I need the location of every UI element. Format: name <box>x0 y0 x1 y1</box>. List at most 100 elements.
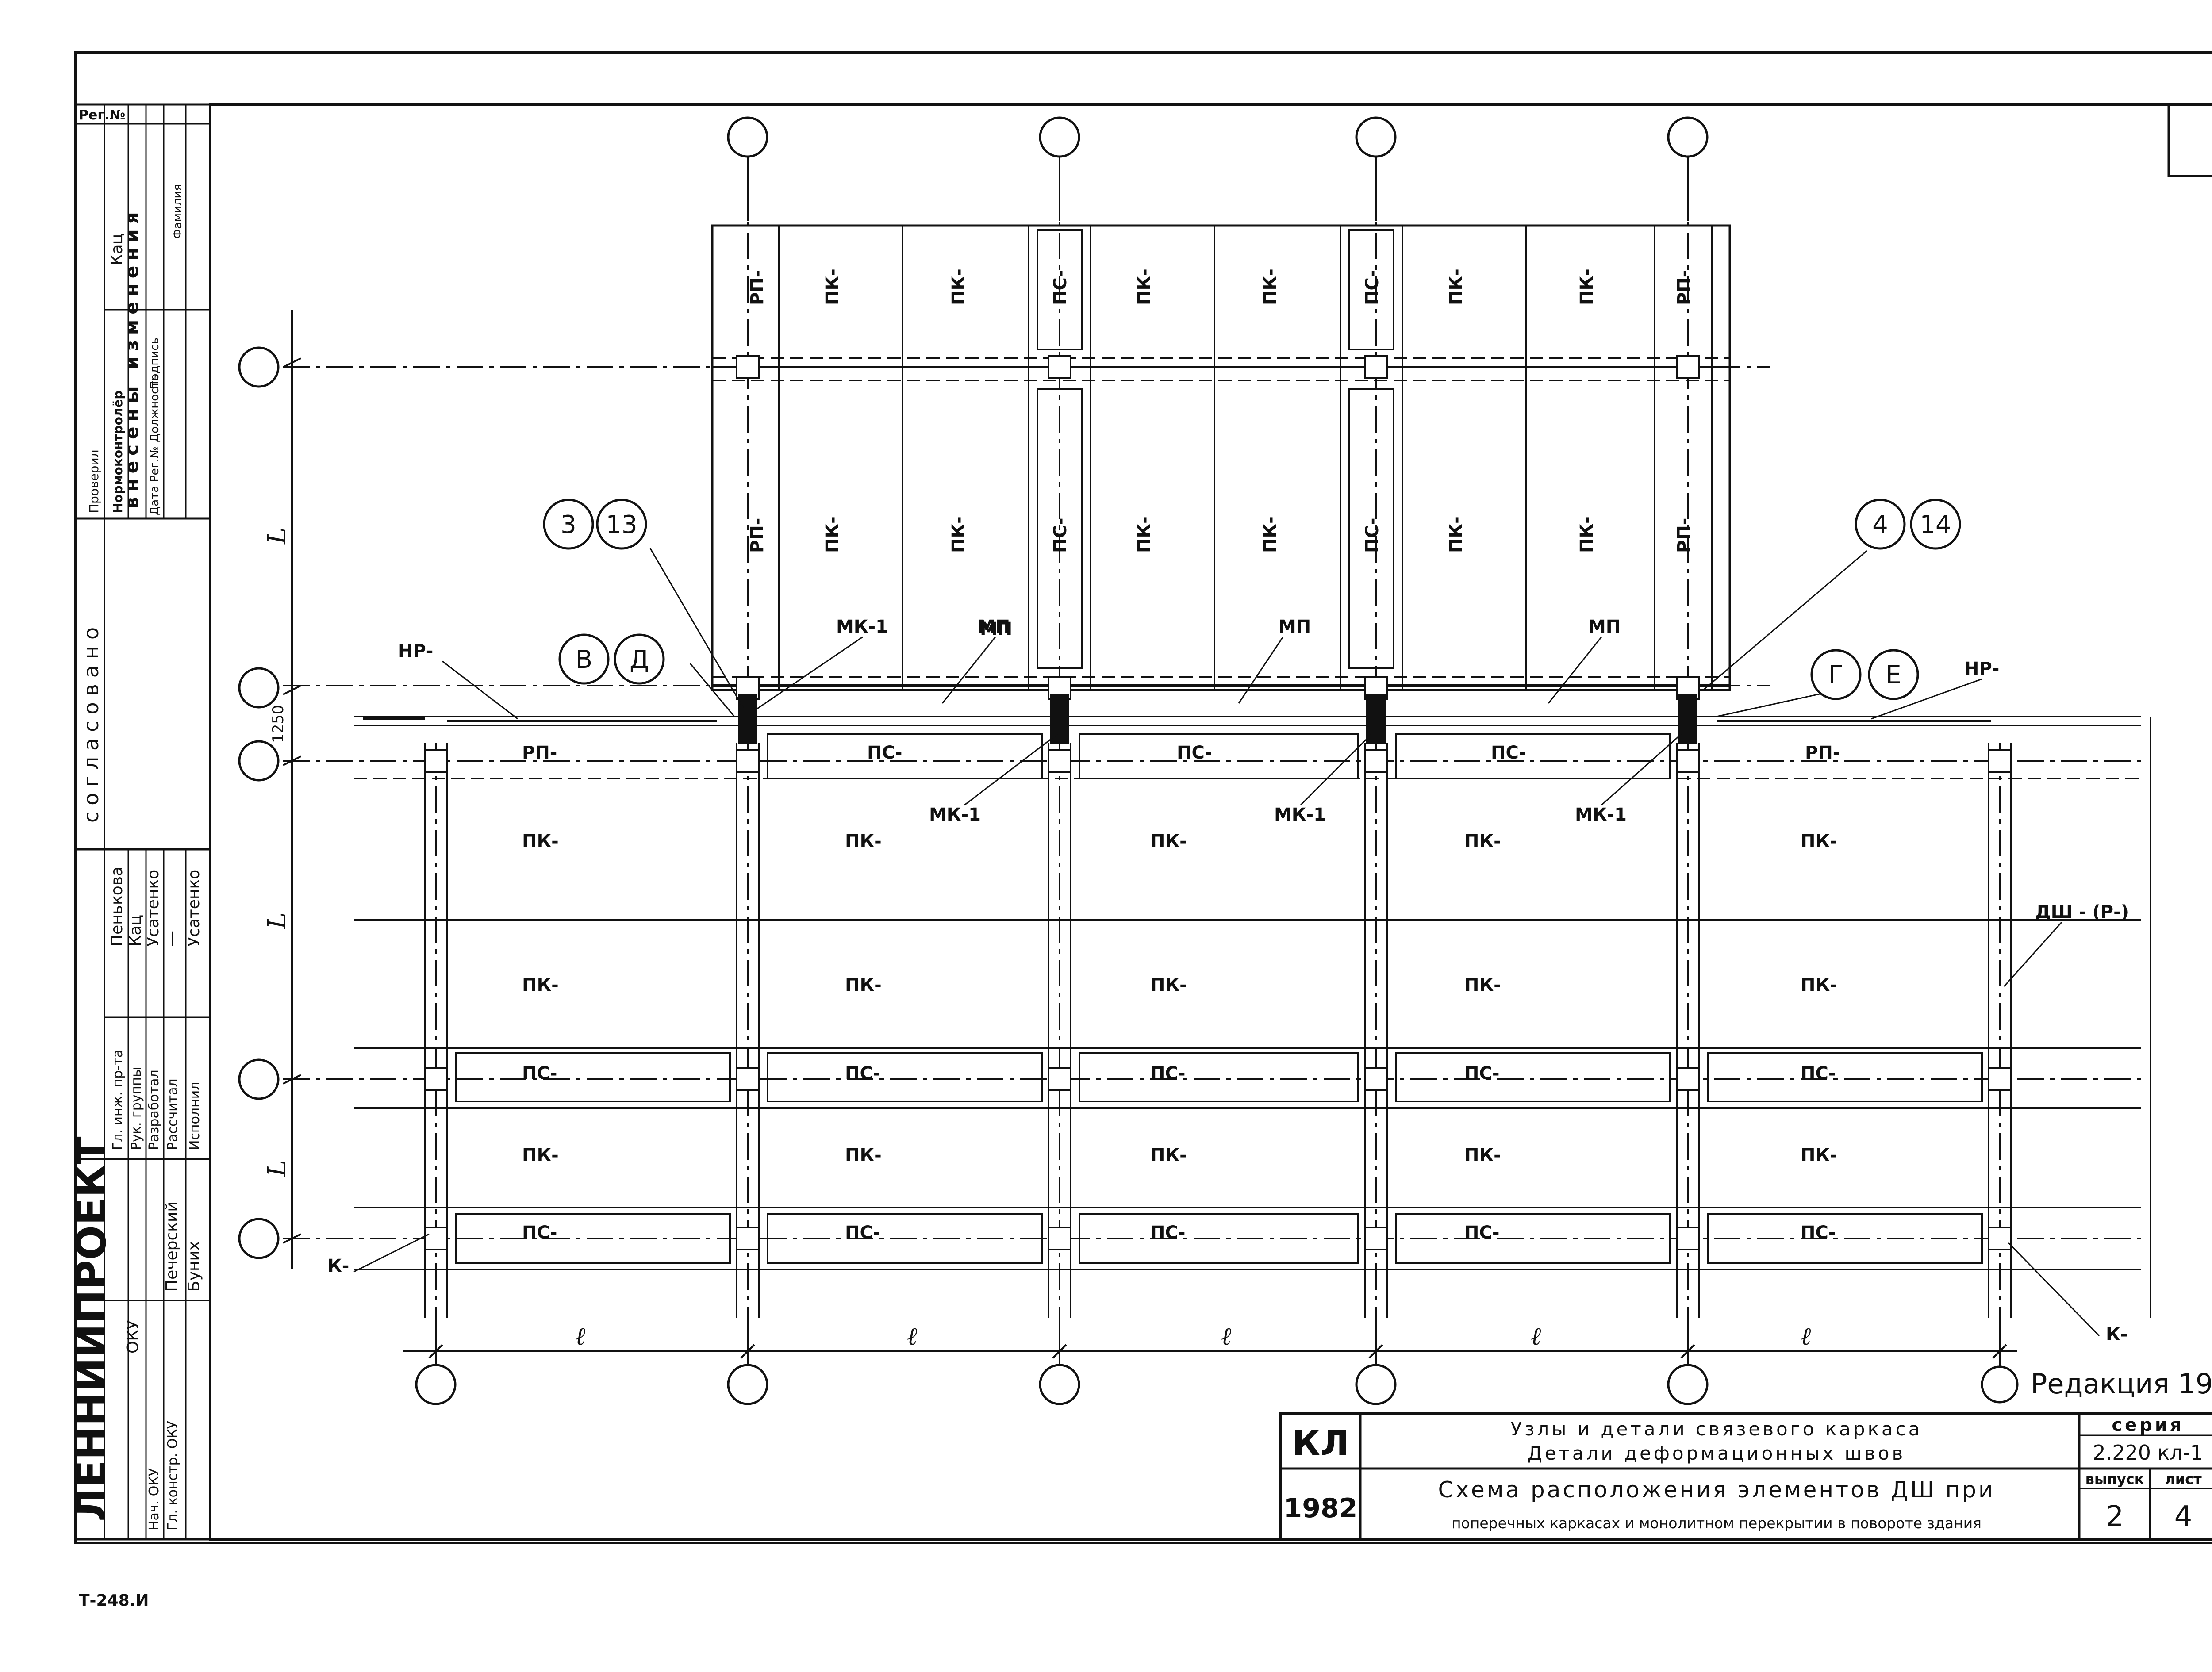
label-pk: ПК- <box>1464 831 1501 851</box>
sheet-label: лист <box>2165 1471 2202 1488</box>
label-ps: ПС- <box>845 1223 880 1243</box>
callout-d: Д <box>630 645 649 674</box>
label-k: К- <box>2106 1324 2128 1345</box>
issue-value: 2 <box>2106 1500 2124 1533</box>
role-5: Нач. ОКУ <box>146 1468 162 1530</box>
label-ps: ПС- <box>1801 1223 1836 1243</box>
norm-control-name: Кац <box>108 234 126 265</box>
role-3-name: — <box>163 931 181 947</box>
reg-no-label: Рег.№ <box>79 107 126 123</box>
label-ps: ПС- <box>1491 743 1526 763</box>
label-pk: ПК- <box>822 268 843 305</box>
changes-col-signature: Подпись <box>148 337 161 389</box>
dim-L: L <box>263 528 292 545</box>
dim-l: ℓ <box>1531 1322 1541 1351</box>
callout-3: 3 <box>561 510 576 539</box>
label-pk: ПК- <box>845 831 882 851</box>
label-pk: ПК- <box>1150 1145 1187 1166</box>
changes-col-date: Дата <box>148 486 161 515</box>
label-mk: МК-1 <box>1575 805 1627 825</box>
role-6-name: Буних <box>185 1241 203 1292</box>
label-pk: ПК- <box>1464 975 1501 995</box>
title-subtitle-1: Узлы и детали связевого каркаса <box>1510 1418 1922 1440</box>
role-6: Гл. констр. ОКУ <box>165 1421 180 1530</box>
label-mp: МП <box>1279 617 1311 637</box>
dimension-lines <box>283 310 2017 1359</box>
label-ps: ПС- <box>1177 743 1212 763</box>
label-ps: ПС- <box>845 1063 880 1084</box>
label-rp: РП- <box>747 518 768 553</box>
callout-4: 4 <box>1872 510 1888 539</box>
label-pk: ПК- <box>1260 268 1281 305</box>
label-dsh: ДШ - (Р-) <box>2035 902 2129 922</box>
label-pk: ПК- <box>1801 831 1837 851</box>
label-pk: ПК- <box>1801 1145 1837 1166</box>
role-3: Рассчитал <box>165 1078 180 1150</box>
label-nr: НР- <box>1964 659 1999 679</box>
dept-name: ОКУ <box>124 1320 142 1354</box>
title-block: КЛ 1982 Узлы и детали связевого каркаса … <box>1279 1412 2212 1541</box>
corner-box <box>2167 103 2212 177</box>
role-1: Рук. группы <box>129 1066 144 1150</box>
dim-l: ℓ <box>575 1322 586 1351</box>
label-pk: ПК- <box>1260 516 1281 553</box>
label-mk: МК-1 <box>929 805 981 825</box>
title-year: 1982 <box>1284 1493 1358 1524</box>
dim-1250: 1250 <box>269 705 287 743</box>
footer-code: Т-248.И <box>79 1591 149 1610</box>
callout-14: 14 <box>1920 510 1951 539</box>
label-ps: ПС- <box>1150 1223 1185 1243</box>
dimension-texts: L L L 1250 ℓ ℓ ℓ ℓ ℓ <box>263 528 1811 1351</box>
label-pk: ПК- <box>1150 831 1187 851</box>
callout-g: Г <box>1828 661 1843 690</box>
norm-control-label: Нормоконтролёр <box>111 391 125 513</box>
role-4-name: Усатенко <box>185 870 203 947</box>
role-0: Гл. инж. пр-та <box>110 1050 126 1150</box>
label-pk: ПК- <box>1577 268 1597 305</box>
callout-13: 13 <box>606 510 637 539</box>
label-mp: МП <box>978 617 1010 637</box>
title-subtitle-2: Детали деформационных швов <box>1528 1442 1905 1464</box>
label-ps: ПС- <box>1464 1223 1499 1243</box>
label-pk: ПК- <box>1150 975 1187 995</box>
dim-l: ℓ <box>1221 1322 1232 1351</box>
label-pk: ПК- <box>1134 268 1155 305</box>
callout-v: В <box>576 645 592 674</box>
label-pk: ПК- <box>822 516 843 553</box>
edition-note: Редакция 1982г. <box>2031 1368 2212 1400</box>
label-ps: ПС- <box>1464 1063 1499 1084</box>
callout-e: Е <box>1886 661 1901 690</box>
label-rp: РП- <box>1805 743 1840 763</box>
callouts: 3 13 В Д 4 14 Г Е <box>543 499 1961 700</box>
label-pk: ПК- <box>949 268 969 305</box>
dim-l: ℓ <box>907 1322 918 1351</box>
label-rp: РП- <box>1674 270 1694 305</box>
lower-block <box>354 694 2151 1318</box>
series-value: 2.220 кл-1 <box>2093 1441 2203 1465</box>
sheet-value: 4 <box>2174 1500 2193 1533</box>
axis-bubbles <box>238 116 2019 1405</box>
title-line-2: поперечных каркасах и монолитном перекры… <box>1452 1515 1982 1532</box>
lower-labels: НР- НР- РП- ПС- ПС- ПС- РП- ПК- ПК- ПК- … <box>327 619 2129 1345</box>
changes-col-position: Должность <box>148 374 161 442</box>
label-ps: ПС- <box>1150 1063 1185 1084</box>
drawing-frame <box>209 103 2212 1541</box>
left-strip: Рег.№ внесены изменения Дата Рег.№ Должн… <box>68 103 211 1541</box>
label-ps: ПС- <box>522 1063 557 1084</box>
changes-col-regno: Рег.№ <box>148 446 161 482</box>
label-ps: ПС- <box>1050 518 1071 553</box>
label-nr: НР- <box>398 641 433 661</box>
checked-by-label: Проверил <box>87 449 101 513</box>
label-ps: ПС- <box>1362 518 1382 553</box>
label-k: К- <box>327 1256 349 1276</box>
role-2-name: Усатенко <box>144 870 162 947</box>
label-pk: ПК- <box>1446 268 1467 305</box>
label-ps: ПС- <box>867 743 902 763</box>
label-mk: МК-1 <box>836 617 888 637</box>
approved-label: согласовано <box>79 621 103 823</box>
series-label: серия <box>2112 1415 2184 1435</box>
changes-title: внесены изменения <box>121 207 142 509</box>
upper-labels: РП- ПК- ПК- ПС- ПК- ПК- ПС- ПК- ПК- РП- … <box>747 268 1694 637</box>
label-ps: ПС- <box>522 1223 557 1243</box>
label-pk: ПК- <box>845 975 882 995</box>
